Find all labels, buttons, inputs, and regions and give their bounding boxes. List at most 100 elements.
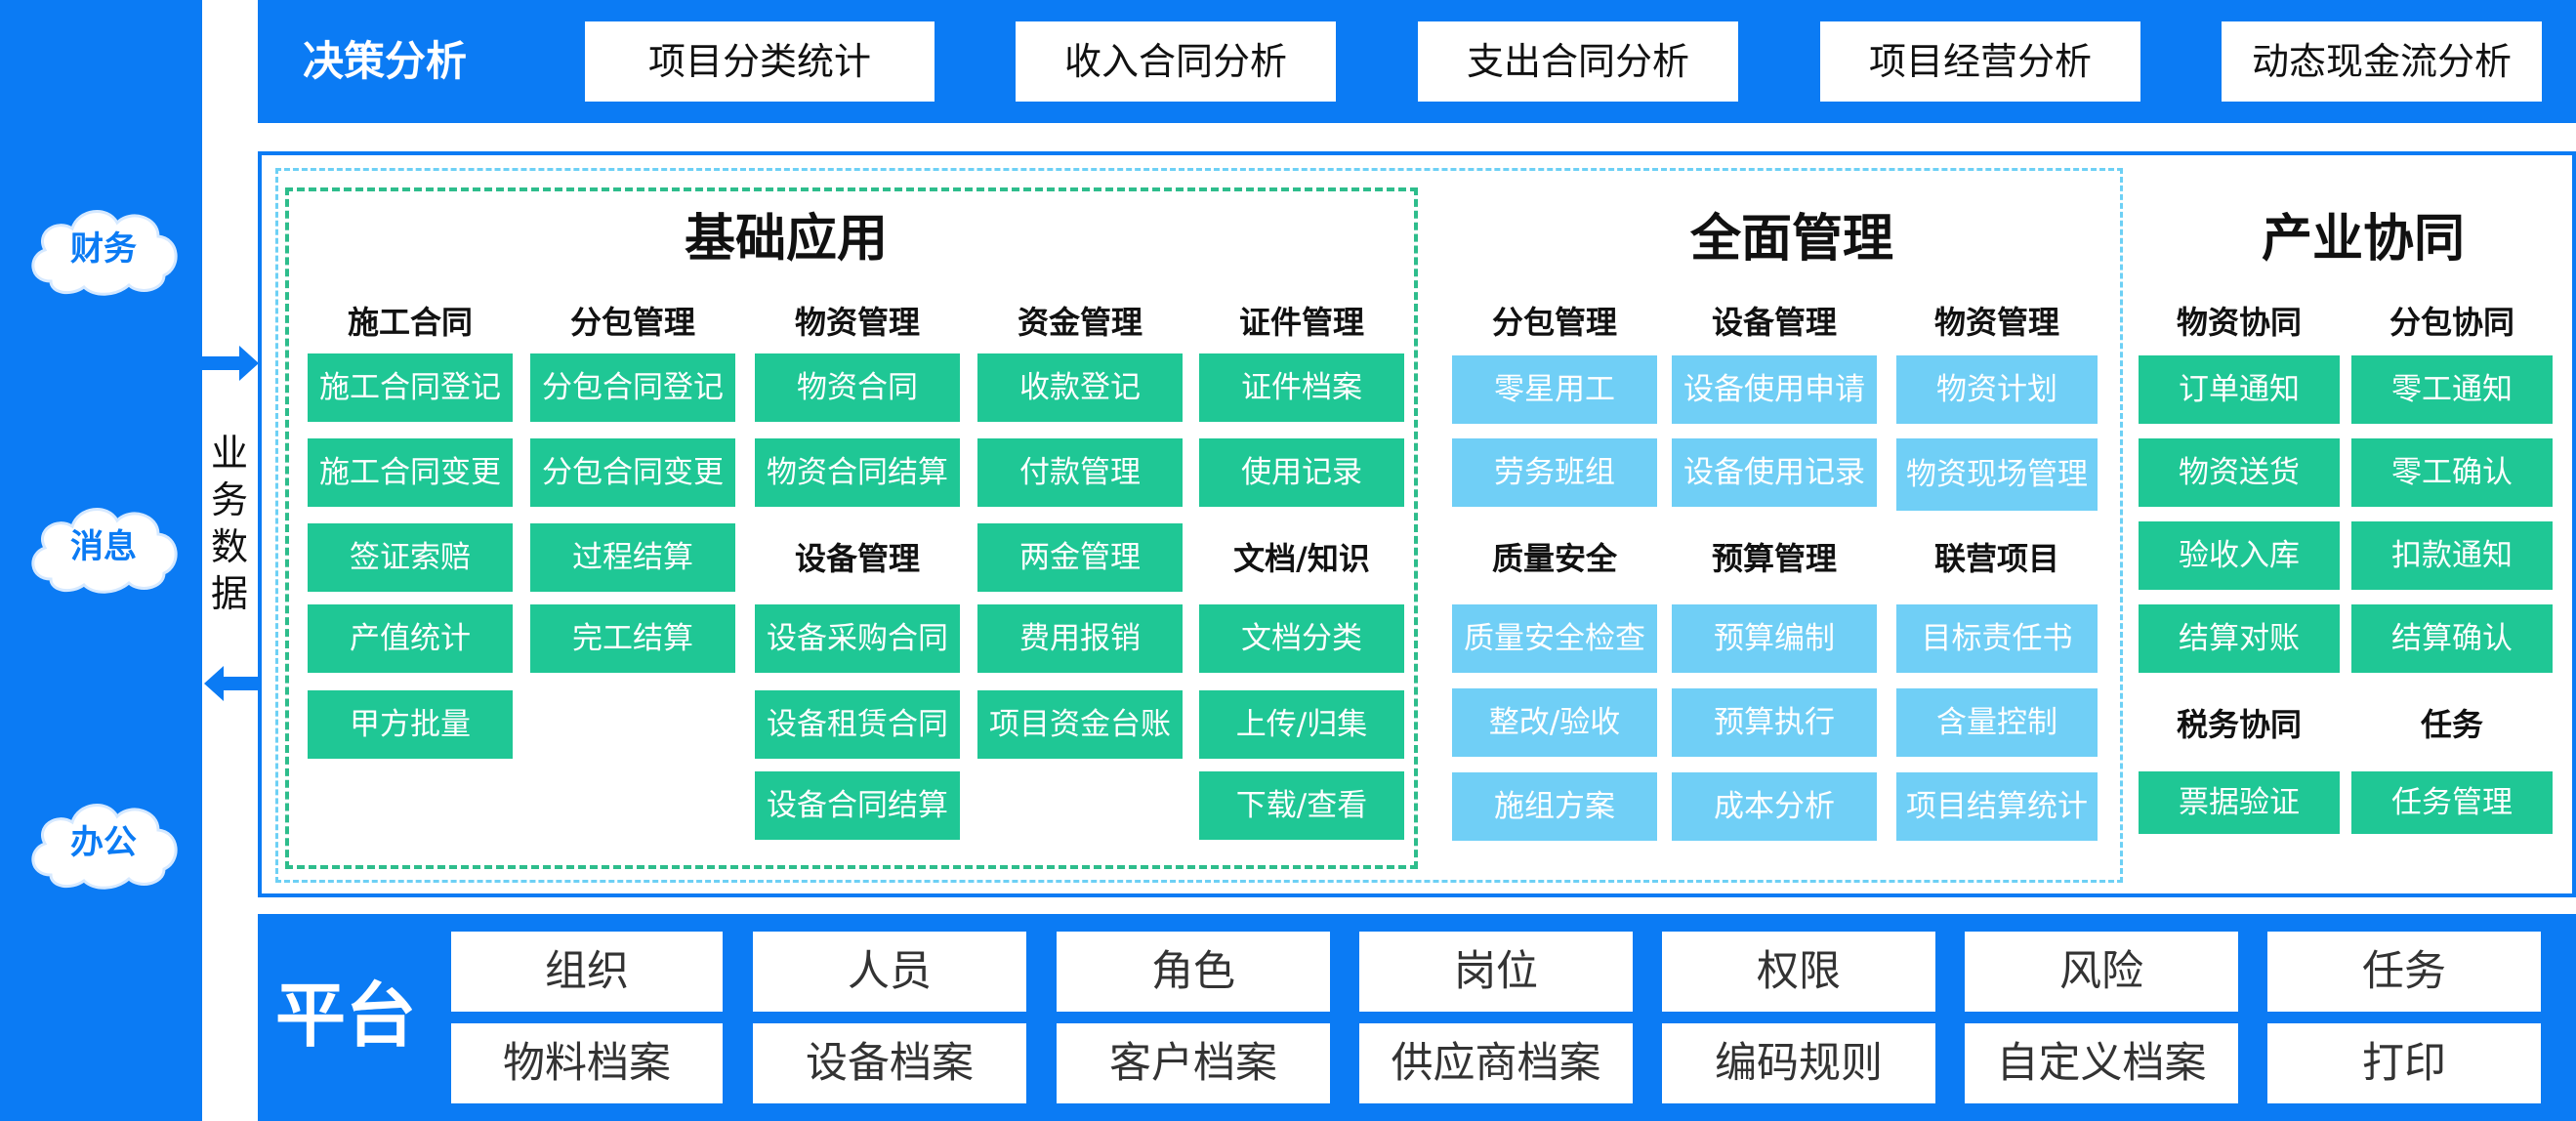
- module-button[interactable]: 设备使用申请: [1672, 355, 1877, 424]
- module-button[interactable]: 劳务班组: [1452, 438, 1657, 507]
- module-button[interactable]: 完工结算: [530, 604, 735, 673]
- module-button[interactable]: 物资合同: [755, 353, 960, 422]
- module-button[interactable]: 零工通知: [2351, 355, 2553, 424]
- module-button[interactable]: 两金管理: [977, 523, 1183, 592]
- module-button[interactable]: 票据验证: [2139, 771, 2340, 834]
- module-button[interactable]: 产值统计: [308, 604, 513, 673]
- finance-cloud[interactable]: 财务: [21, 195, 186, 303]
- decision-button[interactable]: 动态现金流分析: [2222, 21, 2542, 102]
- module-button[interactable]: 物资合同结算: [755, 438, 960, 507]
- group-head: 预算管理: [1711, 540, 1837, 577]
- module-button[interactable]: 结算确认: [2351, 604, 2553, 673]
- module-button[interactable]: 费用报销: [977, 604, 1183, 673]
- platform-button[interactable]: 角色: [1057, 932, 1330, 1012]
- vlabel-char: 数: [210, 525, 248, 568]
- group-head: 物资管理: [1933, 304, 2059, 341]
- module-button[interactable]: 预算编制: [1672, 604, 1877, 673]
- group-head: 设备管理: [1711, 304, 1837, 341]
- cloud-label-finance: 财务: [70, 229, 137, 269]
- platform-button[interactable]: 任务: [2267, 932, 2541, 1012]
- module-button[interactable]: 付款管理: [977, 438, 1183, 507]
- decision-analysis-title: 决策分析: [303, 37, 468, 85]
- module-button[interactable]: 过程结算: [530, 523, 735, 592]
- module-button[interactable]: 项目结算统计: [1896, 772, 2098, 841]
- module-button[interactable]: 下载/查看: [1199, 771, 1404, 840]
- message-cloud[interactable]: 消息: [21, 493, 186, 601]
- industry-title: 产业协同: [2261, 210, 2465, 269]
- module-button[interactable]: 收款登记: [977, 353, 1183, 422]
- group-head: 税务协同: [2176, 706, 2302, 743]
- platform-button[interactable]: 岗位: [1359, 932, 1633, 1012]
- module-button[interactable]: 分包合同变更: [530, 438, 735, 507]
- decision-button[interactable]: 项目经营分析: [1820, 21, 2140, 102]
- platform-button[interactable]: 自定义档案: [1965, 1023, 2238, 1103]
- platform-button[interactable]: 组织: [451, 932, 723, 1012]
- group-head: 设备管理: [794, 540, 920, 577]
- group-head: 质量安全: [1491, 540, 1617, 577]
- module-button[interactable]: 证件档案: [1199, 353, 1404, 422]
- vlabel-char: 务: [210, 478, 248, 521]
- module-button[interactable]: 预算执行: [1672, 688, 1877, 757]
- module-button[interactable]: 设备合同结算: [755, 771, 960, 840]
- module-button[interactable]: 成本分析: [1672, 772, 1877, 841]
- decision-button[interactable]: 收入合同分析: [1016, 21, 1336, 102]
- cloud-label-message: 消息: [70, 527, 137, 566]
- module-button[interactable]: 含量控制: [1896, 688, 2098, 757]
- vlabel-char: 业: [210, 432, 248, 475]
- module-button[interactable]: 施工合同变更: [308, 438, 513, 507]
- module-button[interactable]: 物资现场管理: [1896, 438, 2098, 511]
- module-button[interactable]: 订单通知: [2139, 355, 2340, 424]
- module-button[interactable]: 分包合同登记: [530, 353, 735, 422]
- office-cloud[interactable]: 办公: [21, 789, 186, 896]
- cloud-icon: [31, 508, 178, 594]
- module-button[interactable]: 物资送货: [2139, 438, 2340, 507]
- left-sidebar: 财务 消息 办公: [0, 0, 202, 1121]
- module-button[interactable]: 任务管理: [2351, 771, 2553, 834]
- module-button[interactable]: 结算对账: [2139, 604, 2340, 673]
- platform-button[interactable]: 设备档案: [753, 1023, 1026, 1103]
- module-button[interactable]: 施组方案: [1452, 772, 1657, 841]
- platform-button[interactable]: 人员: [753, 932, 1026, 1012]
- module-button[interactable]: 设备租赁合同: [755, 690, 960, 759]
- group-head: 联营项目: [1933, 540, 2059, 577]
- module-button[interactable]: 文档分类: [1199, 604, 1404, 673]
- decision-button[interactable]: 项目分类统计: [585, 21, 935, 102]
- module-button[interactable]: 零工确认: [2351, 438, 2553, 507]
- decision-button[interactable]: 支出合同分析: [1418, 21, 1738, 102]
- module-button[interactable]: 目标责任书: [1896, 604, 2098, 673]
- module-button[interactable]: 使用记录: [1199, 438, 1404, 507]
- module-button[interactable]: 设备采购合同: [755, 604, 960, 673]
- cloud-label-office: 办公: [70, 823, 137, 862]
- module-button[interactable]: 上传/归集: [1199, 690, 1404, 759]
- module-button[interactable]: 设备使用记录: [1672, 438, 1877, 507]
- group-head: 分包协同: [2389, 304, 2514, 341]
- module-button[interactable]: 零星用工: [1452, 355, 1657, 424]
- module-button[interactable]: 签证索赔: [308, 523, 513, 592]
- module-button[interactable]: 扣款通知: [2351, 521, 2553, 590]
- arrow-left-icon: [204, 666, 261, 701]
- business-data-label: 业 务 数 据: [207, 430, 252, 617]
- group-head: 分包管理: [1491, 304, 1617, 341]
- module-button[interactable]: 验收入库: [2139, 521, 2340, 590]
- platform-button[interactable]: 编码规则: [1662, 1023, 1935, 1103]
- group-head: 分包管理: [569, 304, 695, 341]
- module-button[interactable]: 甲方批量: [308, 690, 513, 759]
- group-head: 物资协同: [2176, 304, 2302, 341]
- module-button[interactable]: 整改/验收: [1452, 688, 1657, 757]
- platform-button[interactable]: 风险: [1965, 932, 2238, 1012]
- platform-button[interactable]: 物料档案: [451, 1023, 723, 1103]
- module-button[interactable]: 项目资金台账: [977, 690, 1183, 759]
- platform-button[interactable]: 权限: [1662, 932, 1935, 1012]
- platform-button[interactable]: 客户档案: [1057, 1023, 1330, 1103]
- vlabel-char: 据: [210, 572, 248, 615]
- group-head: 任务: [2420, 706, 2483, 743]
- platform-button[interactable]: 打印: [2267, 1023, 2541, 1103]
- group-head: 证件管理: [1238, 304, 1364, 341]
- module-button[interactable]: 施工合同登记: [308, 353, 513, 422]
- group-head: 物资管理: [794, 304, 920, 341]
- cloud-icon: [31, 210, 178, 296]
- platform-button[interactable]: 供应商档案: [1359, 1023, 1633, 1103]
- module-button[interactable]: 质量安全检查: [1452, 604, 1657, 673]
- module-button[interactable]: 物资计划: [1896, 355, 2098, 424]
- group-head: 施工合同: [347, 304, 473, 341]
